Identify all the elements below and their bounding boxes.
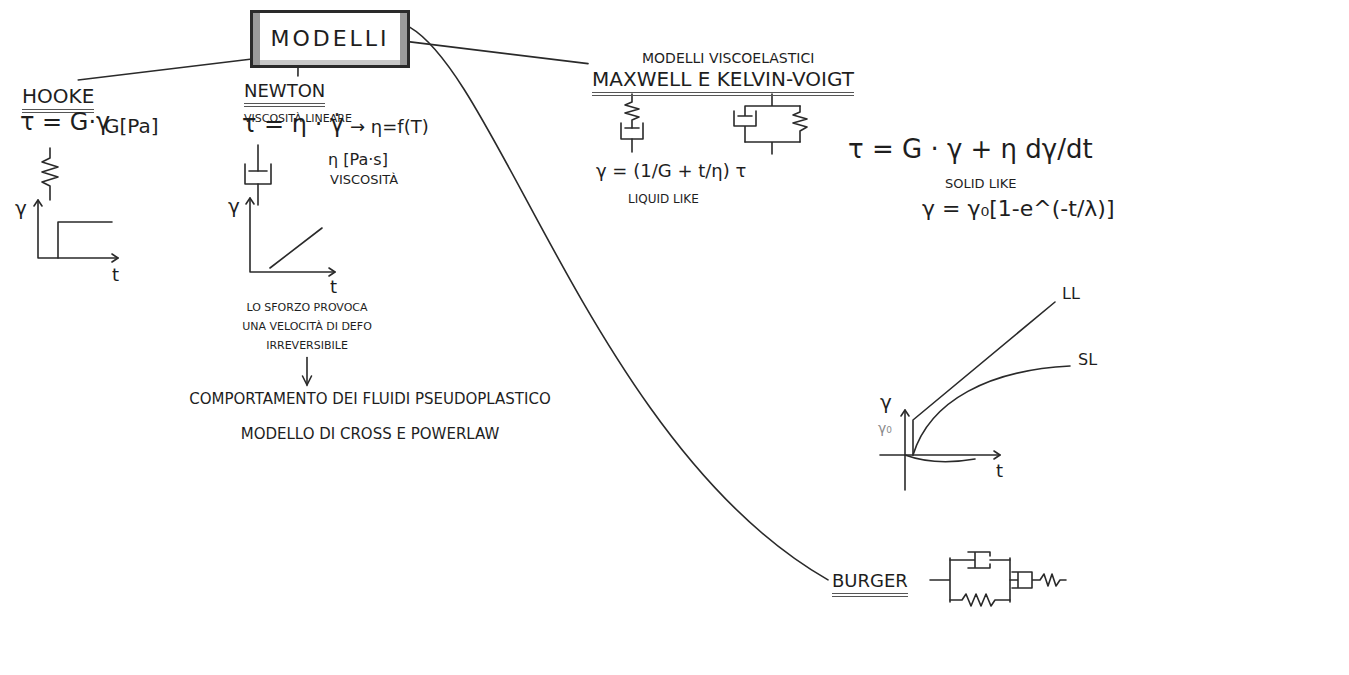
node-text-row: LO SFORZO PROVOCA UNA VELOCITÀ DI DEFO I… (236, 296, 378, 354)
connector-line (306, 358, 308, 385)
connector (78, 59, 250, 80)
curve-label: LL (1062, 284, 1080, 303)
unit-label: η [Pa·s] (328, 150, 388, 169)
connector-line (410, 27, 828, 579)
creep-graph (880, 302, 1070, 490)
line-stroke (793, 106, 807, 142)
line-stroke (42, 148, 58, 200)
axis-label: γ₀ (878, 420, 892, 437)
node-text: MODELLI (270, 26, 389, 51)
line-stroke (880, 454, 1000, 456)
note-text: SOLID LIKE (945, 176, 1017, 192)
title-box: MODELLI (250, 10, 410, 68)
node-text: LO SFORZO PROVOCA UNA VELOCITÀ DI DEFO I… (242, 301, 372, 352)
kelvin-voigt-symbol (734, 94, 807, 154)
node-text: MODELLI VISCOELASTICI (642, 50, 814, 66)
line-stroke (246, 198, 254, 204)
line-stroke (245, 164, 271, 184)
node-text: NEWTON (244, 80, 325, 107)
line-stroke (257, 145, 259, 171)
node-text-row: MODELLO DI CROSS E POWERLAW (184, 424, 556, 443)
node-text: MAXWELL E KELVIN-VOIGT (592, 67, 854, 96)
maxwell-symbol (621, 94, 643, 152)
formula: τ = G · γ + η dγ/dt (848, 134, 1093, 165)
line-stroke (625, 94, 639, 128)
formula: → η=f(T) (350, 116, 429, 138)
note-text: LIQUID LIKE (628, 192, 699, 206)
formula: τ = G·γ (20, 108, 110, 137)
connector (410, 27, 828, 579)
curve-label: SL (1078, 350, 1097, 369)
line-stroke (249, 170, 267, 172)
node-text-row: MAXWELL E KELVIN-VOIGT (592, 67, 854, 96)
node-text: MODELLO DI CROSS E POWERLAW (241, 425, 500, 443)
model-heading: MODELLI VISCOELASTICIMAXWELL E KELVIN-VO… (588, 44, 858, 100)
line-stroke (270, 228, 322, 268)
unit-label: G[Pa] (104, 114, 159, 138)
line-stroke (621, 123, 643, 139)
step-graph (34, 200, 118, 262)
note-text: LO SFORZO PROVOCA UNA VELOCITÀ DI DEFO I… (232, 292, 382, 358)
line-stroke (901, 410, 909, 416)
node-text-row: MODELLI VISCOELASTICI (642, 48, 854, 67)
axis-label: t (996, 460, 1003, 482)
line-stroke (58, 222, 112, 258)
axis-label: t (330, 276, 337, 298)
axis-label: γ (228, 194, 240, 218)
connector-line (78, 59, 250, 80)
note-text: VISCOSITÀ (330, 172, 398, 188)
line-stroke (329, 268, 335, 276)
axis-label: t (112, 264, 119, 286)
line-stroke (913, 366, 1070, 455)
axis-label: γ (880, 390, 892, 414)
line-stroke (950, 552, 1010, 568)
burger-symbol (930, 552, 1066, 606)
line-stroke (905, 455, 975, 462)
node-text-row: NEWTON (244, 80, 352, 107)
formula: γ = (1/G + t/η) τ (596, 160, 746, 182)
line-stroke (734, 94, 800, 142)
line-stroke (112, 254, 118, 262)
line-stroke (250, 198, 335, 272)
arrow-head (303, 376, 312, 385)
model-heading: BURGER (828, 566, 912, 601)
line-stroke (38, 200, 118, 258)
connector (410, 42, 588, 64)
line-stroke (904, 410, 906, 490)
node-text: BURGER (832, 570, 908, 597)
line-stroke (913, 302, 1055, 455)
line-stroke (1010, 572, 1066, 588)
line-stroke (631, 139, 633, 152)
spring-symbol (42, 148, 58, 200)
line-stroke (994, 451, 1000, 459)
connector-line (410, 42, 588, 64)
connector-line (297, 68, 299, 76)
line-stroke (34, 200, 42, 206)
connector (303, 358, 312, 385)
dashpot-symbol (245, 145, 271, 205)
formula: τ = η · γ̇ (242, 110, 344, 139)
formula: γ = γ₀[1-e^(-t/λ)] (922, 196, 1115, 222)
linear-graph (246, 198, 335, 276)
node-text-row: MODELLI (270, 26, 389, 52)
note-text: COMPORTAMENTO DEI FLUIDI PSEUDOPLASTICO M… (180, 385, 560, 447)
node-text-row: BURGER (832, 570, 908, 597)
line-stroke (930, 558, 1010, 602)
node-text: COMPORTAMENTO DEI FLUIDI PSEUDOPLASTICO (189, 390, 550, 408)
line-stroke (257, 184, 259, 205)
line-stroke (950, 594, 1010, 606)
line-stroke (625, 127, 639, 129)
line-stroke (745, 142, 800, 154)
axis-label: γ (15, 196, 27, 220)
connector (297, 68, 299, 76)
node-text-row: COMPORTAMENTO DEI FLUIDI PSEUDOPLASTICO (184, 389, 556, 408)
